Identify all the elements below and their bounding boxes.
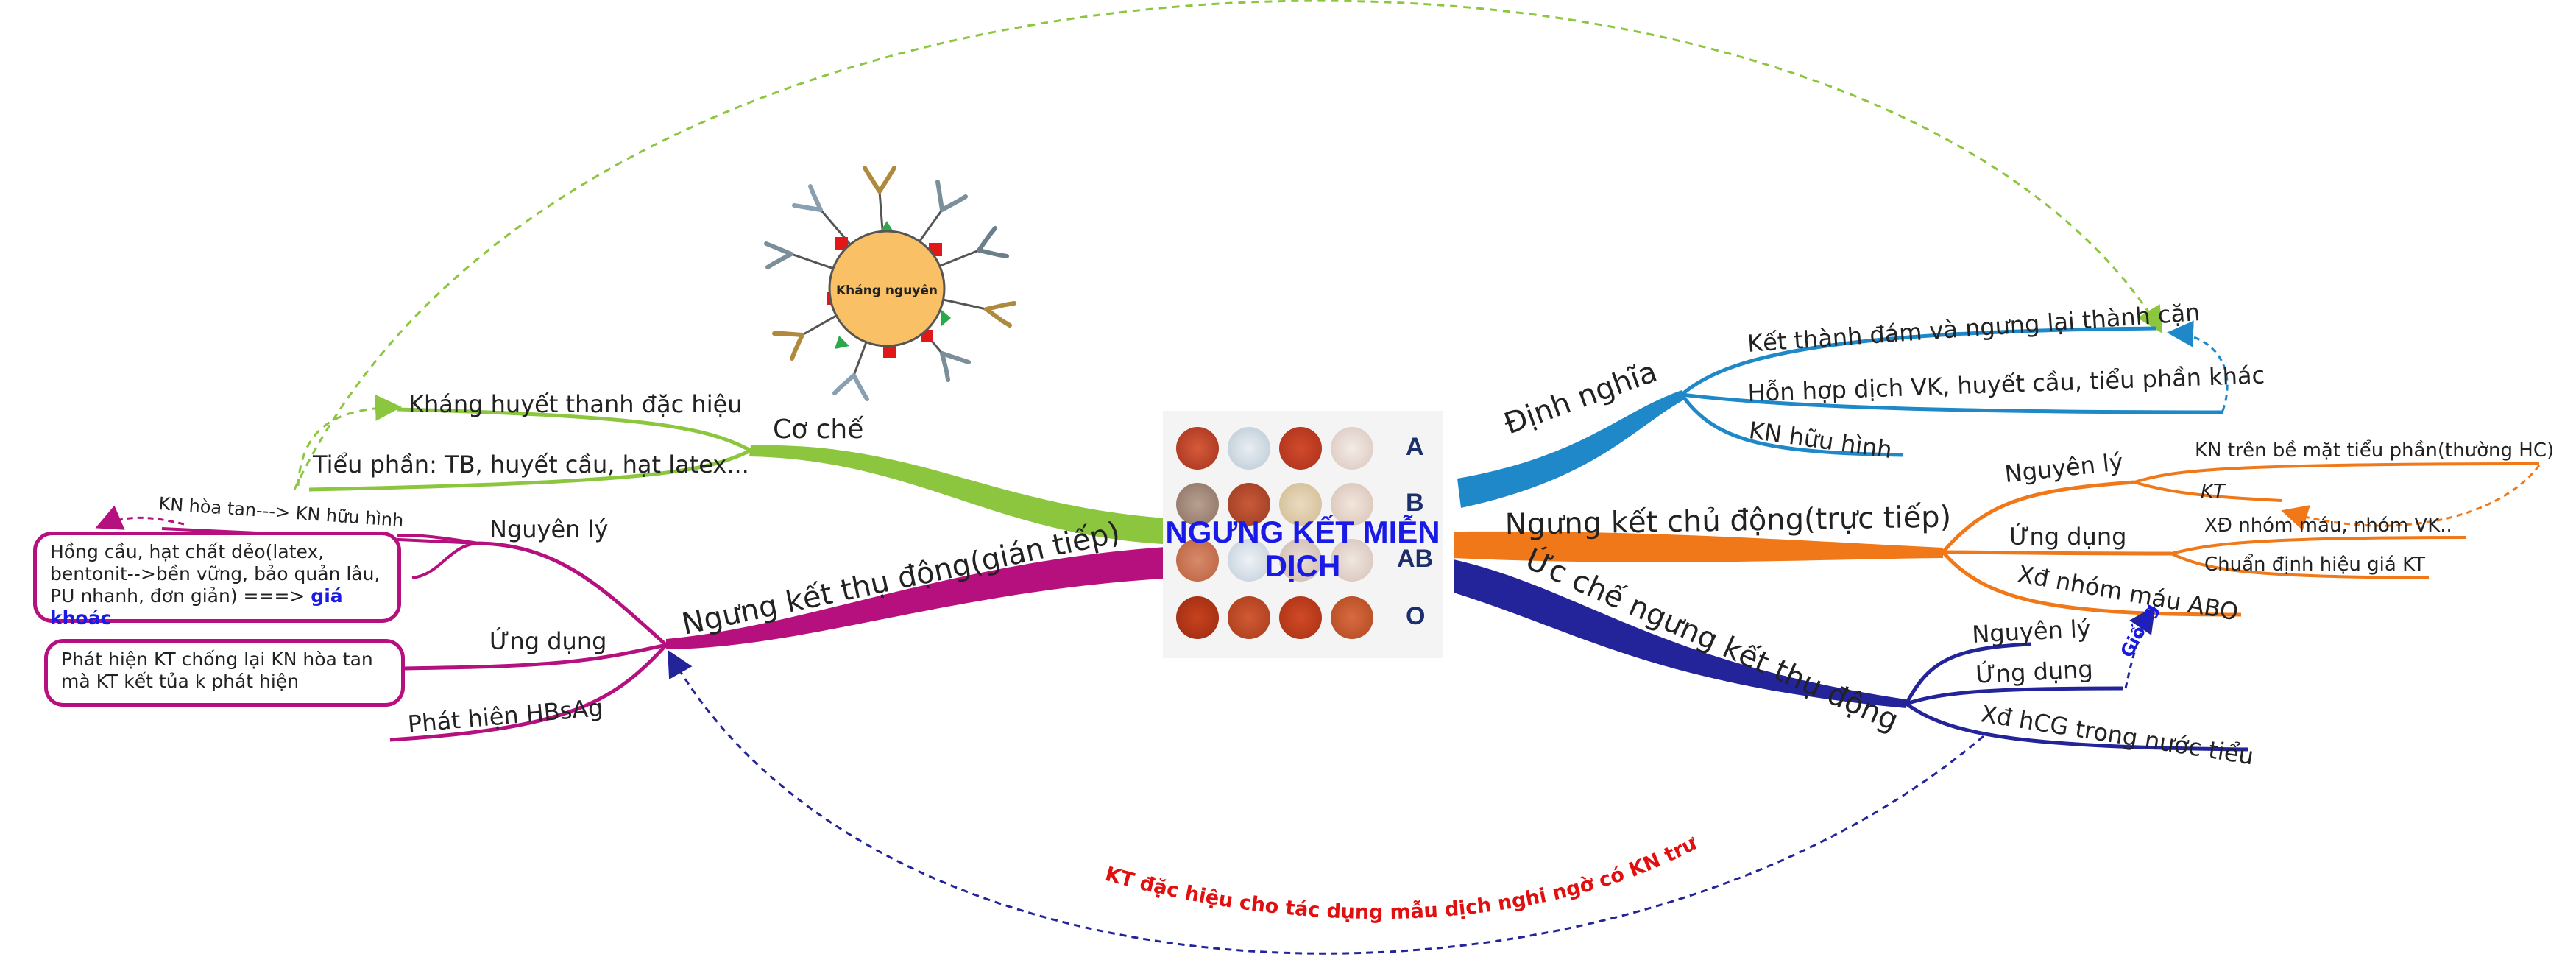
dinh-nghia-item-2: Hỗn hợp dịch VK, huyết cầu, tiểu phần kh… (1747, 361, 2265, 407)
branch-co-che (749, 445, 1178, 545)
branch-uc-che (1454, 559, 1906, 708)
dinh-nghia-sub-3 (1680, 393, 1903, 457)
uc-che-sub-xd (1905, 702, 2249, 752)
dinh-nghia-item-1: Kết thành đám và ngưng lại thành cặn (1747, 298, 2201, 358)
antigen-label: Kháng nguyên (836, 283, 938, 298)
thu-dong-sub-ung-dung (404, 643, 667, 671)
thu-dong-top-note: KN hòa tan---> KN hữu hình (158, 493, 405, 531)
co-che-title: Cơ chế (773, 414, 864, 445)
chu-dong-sub-xd (1942, 551, 2242, 617)
uc-che-sub-nguyen-ly (1904, 642, 2032, 705)
uc-che-giong-arrow (2124, 606, 2156, 689)
ung-dung-box-line-1: Phát hiện KT chống lại KN hòa tan (61, 649, 373, 670)
blood-typing-card-image: A B AB O (1163, 411, 1443, 658)
thu-dong-nguyen-ly: Nguyên lý (489, 515, 608, 543)
dinh-nghia-item-3: KN hữu hình (1747, 416, 1894, 464)
co-che-item-2: Tiểu phần: TB, huyết cầu, hạt latex... (312, 451, 749, 479)
chu-dong-nguyen-ly-item-2: KT (2201, 481, 2226, 503)
relation-arc-top (293, 0, 2163, 490)
chu-dong-nguyen-ly-fork (2134, 462, 2540, 502)
chu-dong-title: Ngưng kết chủ động(trực tiếp) (1504, 500, 1951, 542)
co-che-sub-1 (397, 407, 752, 453)
chu-dong-dashed-arrow (2281, 465, 2541, 531)
dinh-nghia-sub-1 (1680, 326, 2157, 396)
uc-che-xd: Xđ hCG trong nước tiểu (1979, 699, 2256, 770)
dinh-nghia-sub-2 (1681, 392, 2223, 414)
uc-che-title: Ức chế ngưng kết thụ động (1521, 540, 1905, 738)
blood-label-ab: AB (1397, 545, 1434, 573)
co-che-item-1: Kháng huyết thanh đặc hiệu (408, 390, 743, 418)
thu-dong-sub-phat-hien (389, 643, 668, 742)
thu-dong-ung-dung-box: Phát hiện KT chống lại KN hòa tan mà KT … (44, 639, 405, 707)
chu-dong-sub-nguyen-ly (1942, 480, 2135, 554)
blood-label-b: B (1406, 489, 1424, 517)
uc-che-ung-dung: Ứng dụng (1975, 655, 2093, 689)
chu-dong-nguyen-ly: Nguyên lý (2003, 448, 2125, 488)
gia-khoac-highlight: giá khoác (50, 585, 343, 629)
branch-dinh-nghia (1457, 390, 1685, 508)
relation-arc-small (297, 394, 402, 487)
thu-dong-nguyen-ly-fork (397, 534, 479, 579)
antibody-icons (764, 166, 1016, 401)
thu-dong-dashed-arrow (95, 505, 185, 530)
antigen-illustration: Kháng nguyên (751, 155, 1023, 401)
nguyen-ly-box-line-3: PU nhanh, đơn giản) ===> (50, 585, 311, 607)
thu-dong-nguyen-ly-box: Hồng cầu, hạt chất dẻo(latex, bentonit--… (33, 532, 401, 629)
chu-dong-nguyen-ly-item-1: KN trên bề mặt tiểu phần(thường HC) (2195, 439, 2554, 462)
center-title: NGƯNG KẾT MIỄN DỊCH (1165, 515, 1440, 583)
relation-arc-bottom (668, 649, 1984, 955)
uc-che-nguyen-ly: Nguyên lý (1971, 615, 2091, 649)
blood-label-o: O (1406, 602, 1426, 630)
nguyen-ly-box-line-1: Hồng cầu, hạt chất dẻo(latex, (50, 541, 325, 562)
chu-dong-ung-dung-item-2: Chuẩn định hiệu giá KT (2204, 553, 2425, 576)
chu-dong-sub-ung-dung (1942, 550, 2172, 556)
ung-dung-box-line-2: mà KT kết tủa k phát hiện (61, 671, 300, 692)
thu-dong-sub-nguyen-ly (478, 541, 668, 646)
antigen-circle (828, 230, 946, 347)
chu-dong-ung-dung-item-1: XĐ nhóm máu, nhóm VK.. (2204, 515, 2452, 537)
co-che-sub-2 (308, 448, 752, 492)
thu-dong-phat-hien: Phát hiện HBsAg (406, 693, 604, 738)
dinh-nghia-dashed-arrow (2167, 320, 2229, 412)
nguyen-ly-box-line-2: bentonit-->bền vững, bảo quản lâu, (50, 563, 381, 585)
chu-dong-ung-dung-fork (2170, 536, 2466, 579)
giong-label: Giống (2117, 600, 2162, 661)
thu-dong-ung-dung: Ứng dụng (489, 627, 606, 655)
blood-label-a: A (1406, 433, 1424, 461)
uc-che-sub-ung-dung (1906, 686, 2124, 706)
chu-dong-ung-dung: Ứng dụng (2009, 523, 2126, 551)
branch-chu-dong (1454, 531, 1943, 562)
branch-thu-dong (666, 546, 1178, 649)
